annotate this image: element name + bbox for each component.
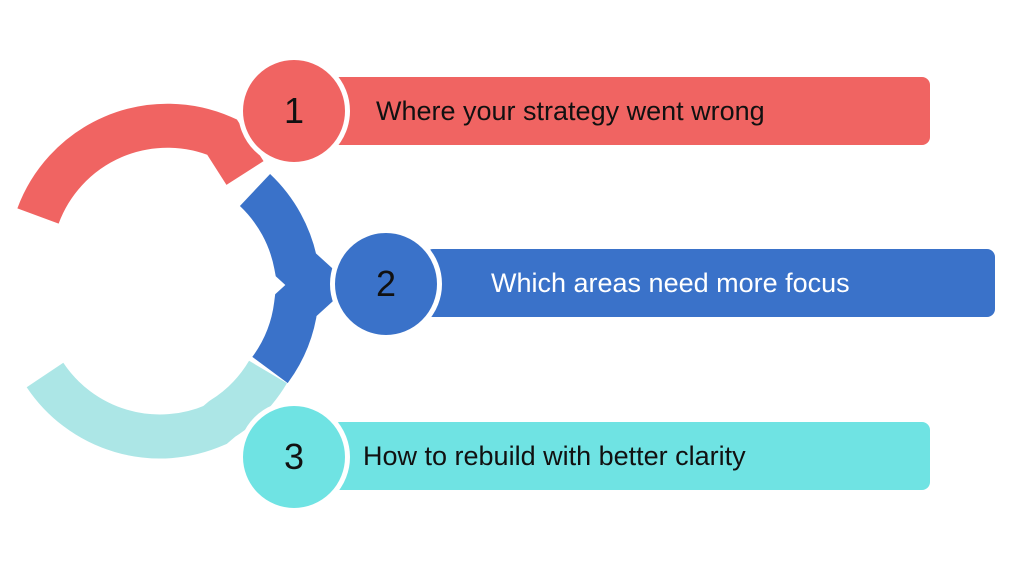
step-2-text: Which areas need more focus — [491, 267, 850, 298]
step-1-bar: Where your strategy went wrong — [332, 77, 930, 145]
step-3-bar: How to rebuild with better clarity — [332, 422, 930, 490]
step-2-number: 2 — [375, 263, 397, 304]
step-3-circle: 3 — [238, 401, 350, 513]
step-3-number: 3 — [283, 436, 305, 477]
step-1-circle: 1 — [238, 55, 350, 167]
arc-segment-2 — [239, 173, 351, 384]
arc-segment-3 — [26, 360, 287, 459]
step-1-text: Where your strategy went wrong — [376, 95, 765, 126]
step-1-number: 1 — [283, 90, 305, 131]
step-2-circle: 2 — [330, 228, 442, 340]
step-3-text: How to rebuild with better clarity — [363, 440, 746, 471]
step-2-bar: Which areas need more focus — [425, 249, 995, 317]
arc-segment-1 — [17, 103, 264, 225]
